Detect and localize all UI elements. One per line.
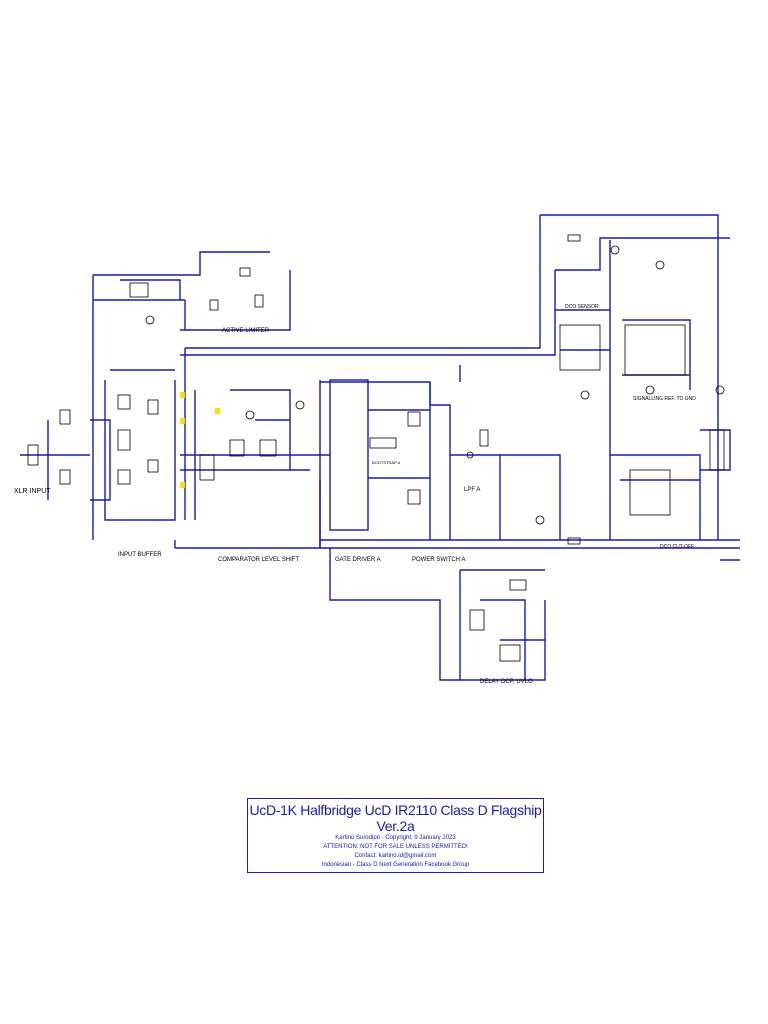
wires — [20, 214, 740, 681]
warning-line: ATTENTION: NOT FOR SALE UNLESS PERMITTED… — [323, 844, 468, 850]
schematic-title: UcD-1K Halfbridge UcD IR2110 Class D Fla… — [249, 802, 542, 834]
bootstrap-label: BOOTSTRAP A — [372, 460, 401, 465]
gate-driver-a-label: GATE DRIVER A — [335, 557, 381, 563]
signalling-ref-label: SIGNALLING REF. TO GND — [633, 396, 696, 402]
highlight-marks — [180, 392, 220, 488]
xlr-input-label: XLR INPUT — [14, 488, 51, 495]
author-line: Kartino Surodipo - Copyright, 9 January … — [335, 835, 456, 841]
power-switch-a-label: POWER SWITCH A — [412, 557, 466, 563]
comparator-level-shift-label: COMPARATOR LEVEL SHIFT — [218, 557, 300, 563]
dco-sensor-label: DCO SENSOR — [565, 304, 599, 310]
delay-ocp-uvlo-label: DELAY OCP, UVLO — [480, 679, 533, 685]
components — [27, 234, 725, 662]
contact-line: Contact: kartino.id@gmail.com — [354, 853, 437, 859]
input-buffer-label: INPUT BUFFER — [118, 552, 162, 558]
dco-cutoff-label: DCO CUT-OFF — [660, 544, 695, 550]
active-limiter-label: ACTIVE LIMITER — [222, 328, 270, 334]
lpf-a-label: LPF A — [464, 487, 481, 493]
group-line: Indonesian - Class D Next Generation Fac… — [321, 862, 470, 868]
title-block: UcD-1K Halfbridge UcD IR2110 Class D Fla… — [247, 798, 544, 873]
